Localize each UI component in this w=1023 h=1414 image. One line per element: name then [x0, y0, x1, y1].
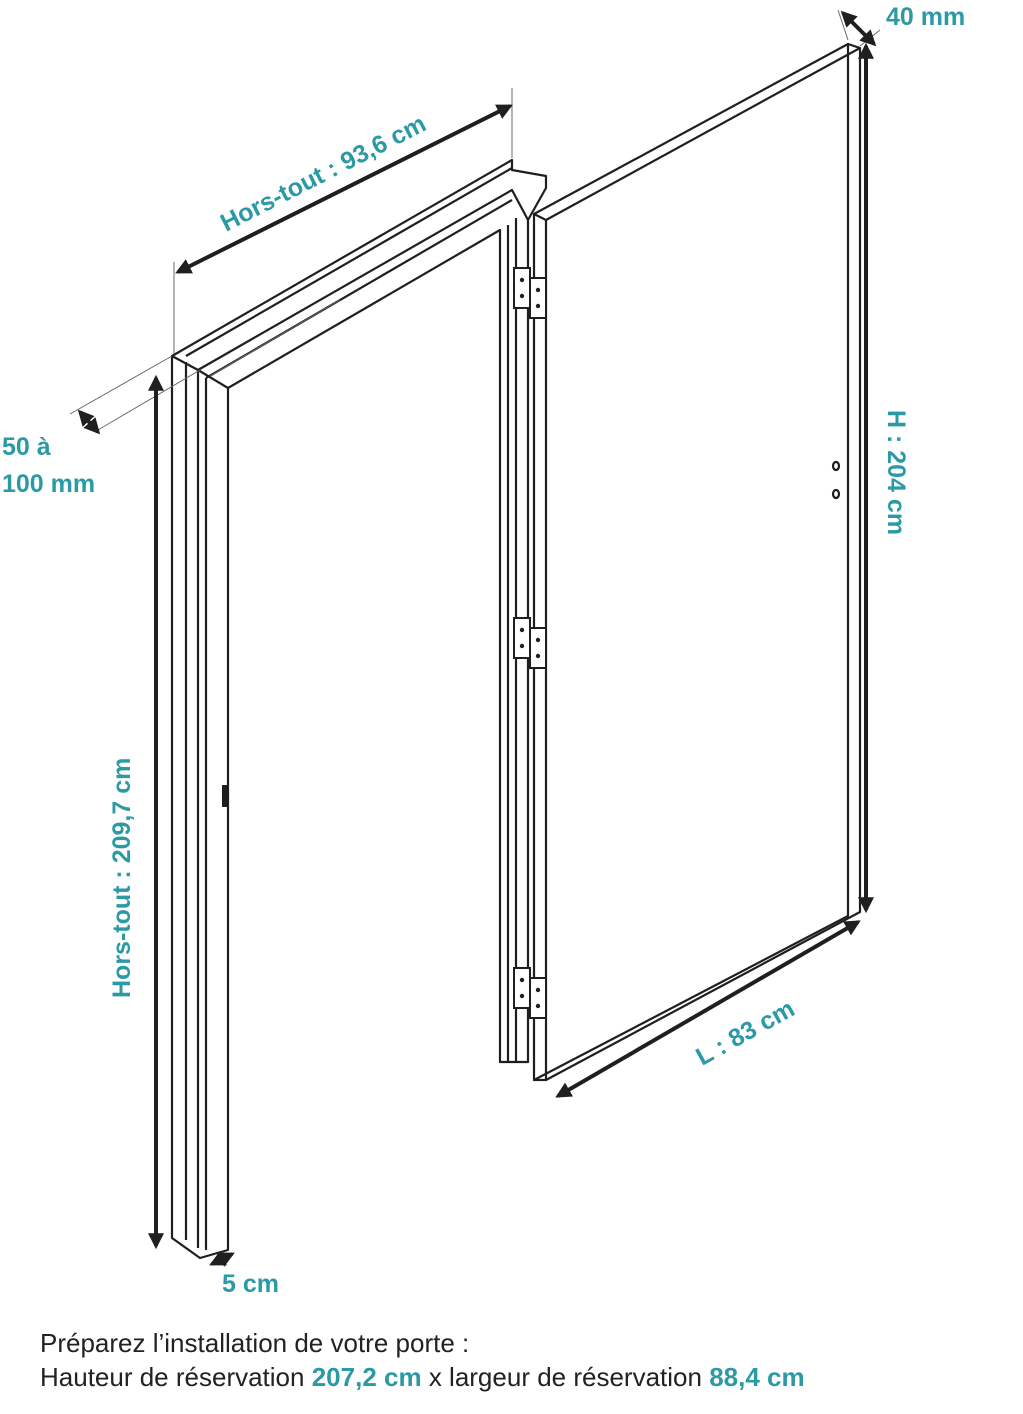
lock-hole-icon	[831, 488, 841, 500]
door-leaf	[532, 42, 862, 1082]
reservation-height-value: 207,2 cm	[311, 1362, 422, 1392]
reservation-width-value: 88,4 cm	[709, 1362, 805, 1392]
hinge-icon	[513, 267, 547, 319]
door-height-label: H : 204 cm	[882, 410, 910, 535]
frame-width-label: Hors-tout : 93,6 cm	[216, 110, 430, 238]
strike-plate	[222, 785, 227, 807]
door-width-label: L : 83 cm	[691, 994, 799, 1071]
door-frame	[170, 158, 548, 1260]
door-width-arrow	[555, 920, 861, 1098]
hinge-icon	[513, 617, 547, 669]
jamb-label: 5 cm	[222, 1270, 279, 1298]
wall-depth-label-1: 50 à	[2, 433, 51, 461]
thickness-arrow	[840, 10, 877, 47]
jamb-arrow	[209, 1251, 235, 1267]
wall-depth-arrow	[77, 409, 101, 435]
frame-width-arrow	[175, 104, 513, 274]
hinge-icon	[513, 967, 547, 1019]
caption-width-prefix: x largeur de réservation	[421, 1362, 710, 1392]
door-thickness-label: 40 mm	[886, 3, 965, 31]
caption-height-prefix: Hauteur de réservation	[40, 1362, 312, 1392]
installation-caption: Préparez l’installation de votre porte :…	[40, 1326, 805, 1394]
door-frame-diagram: 40 mm Hors-tout : 93,6 cm 50 à 100 mm H …	[2, 3, 965, 1298]
caption-line-1: Préparez l’installation de votre porte :	[40, 1328, 470, 1358]
caption-line-2: Hauteur de réservation 207,2 cm x largeu…	[40, 1360, 805, 1394]
lock-hole-icon	[831, 460, 841, 472]
frame-height-label: Hors-tout : 209,7 cm	[108, 758, 136, 998]
dimension-arrows	[77, 10, 877, 1267]
wall-depth-label-2: 100 mm	[2, 470, 95, 498]
